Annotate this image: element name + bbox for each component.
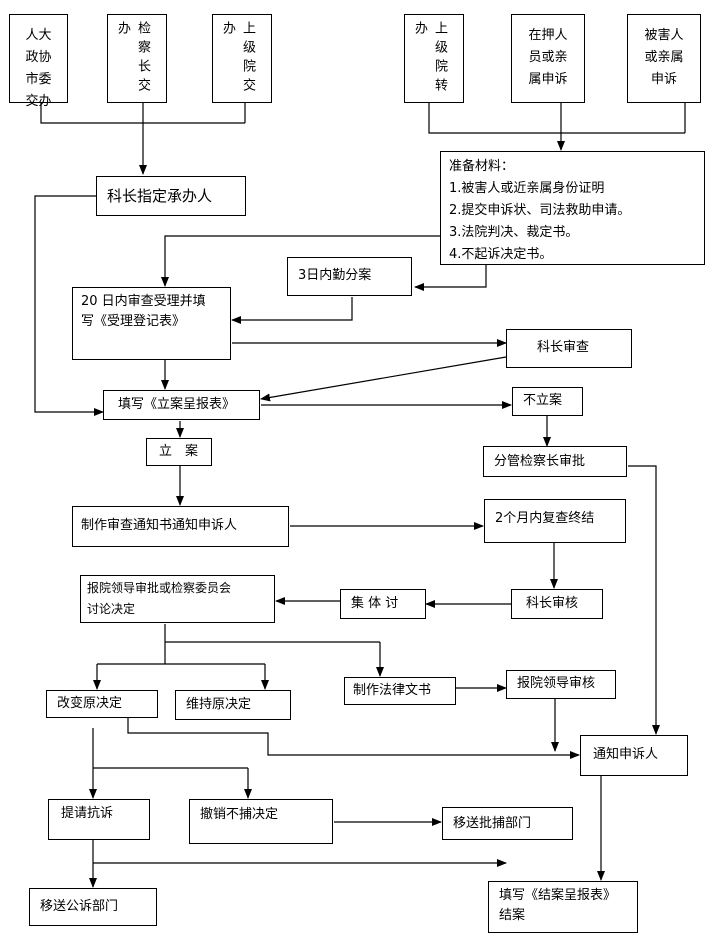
step-transfer-prosecution-label: 移送公诉部门 [40, 899, 119, 914]
step-fill-filing-label: 填写《立案呈报表》 [118, 397, 236, 412]
step-maintain-decision: 维持原决定 [175, 690, 291, 720]
materials-title: 准备材料： [449, 159, 515, 174]
step-transfer-arrest-label: 移送批捕部门 [453, 816, 532, 831]
source-npc-cppcc-committee: 人大 政协 市委 交办 [9, 14, 68, 109]
source-victim-line: 或亲属 [644, 50, 684, 65]
step-leadership-audit: 报院领导审核 [506, 670, 616, 699]
step-assign-handler: 科长指定承办人 [96, 176, 246, 216]
step-leadership-audit-label: 报院领导审核 [517, 676, 596, 691]
step-close-case-line: 填写《结案呈报表》 [499, 888, 617, 903]
step-leadership-line: 讨论决定 [87, 602, 136, 616]
step-filing: 立 案 [146, 438, 212, 466]
source-superior-assigned: 上级院交办 [212, 14, 272, 103]
materials-item: 3.法院判决、裁定书。 [449, 225, 579, 240]
step-section-chief-review: 科长审查 [506, 329, 632, 368]
step-close-case-line: 结案 [499, 908, 526, 923]
source-renda-line: 政协 [25, 50, 52, 65]
step-assign-handler-label: 科长指定承办人 [107, 187, 213, 205]
source-renda-line: 人大 [25, 28, 52, 43]
step-no-filing-label: 不立案 [523, 393, 563, 408]
materials-item: 2.提交申诉状、司法救助申请。 [449, 203, 631, 218]
step-legal-document: 制作法律文书 [344, 677, 456, 705]
step-protest-label: 提请抗诉 [61, 806, 114, 821]
step-fill-filing-report: 填写《立案呈报表》 [103, 390, 260, 420]
step-review-line: 写《受理登记表》 [81, 314, 186, 329]
step-notify-review-label: 制作审查通知书通知申诉人 [81, 518, 238, 533]
step-review-line: 20 日内审查受理并填 [81, 294, 206, 309]
step-leadership-decision: 报院领导审批或检察委员会 讨论决定 [80, 575, 275, 623]
step-close-case: 填写《结案呈报表》 结案 [488, 881, 638, 933]
step-collective-discussion: 集 体 讨 [340, 589, 426, 619]
step-notify-review: 制作审查通知书通知申诉人 [72, 506, 289, 547]
materials-item: 4.不起诉决定书。 [449, 247, 553, 262]
step-collective-label: 集 体 讨 [351, 596, 399, 611]
source-detainee-line: 在押人 [528, 28, 568, 43]
step-transfer-prosecution-dept: 移送公诉部门 [29, 888, 157, 926]
step-change-label: 改变原决定 [57, 696, 123, 711]
step-reexamine-label: 2个月内复查终结 [495, 511, 595, 526]
source-detainee-appeal: 在押人 员或亲 属申诉 [511, 14, 585, 103]
step-distribute-3days: 3日内勤分案 [287, 257, 412, 296]
step-revoke-label: 撤销不捕决定 [200, 807, 279, 822]
step-transfer-arrest-dept: 移送批捕部门 [442, 807, 573, 840]
step-maintain-label: 维持原决定 [186, 697, 252, 712]
source-victim-appeal: 被害人 或亲属 申诉 [627, 14, 701, 103]
step-notify-appellant-label: 通知申诉人 [593, 747, 659, 762]
step-chief-audit-label: 科长审核 [526, 596, 579, 611]
source-detainee-line: 属申诉 [528, 72, 568, 87]
source-renda-line: 市委 [25, 72, 52, 87]
step-reexamine-2months: 2个月内复查终结 [484, 499, 626, 543]
step-notify-appellant: 通知申诉人 [580, 735, 688, 776]
step-legal-document-label: 制作法律文书 [353, 683, 432, 698]
step-filing-label: 立 案 [159, 444, 199, 459]
step-deputy-approval: 分管检察长审批 [483, 446, 627, 477]
step-revoke-non-arrest: 撤销不捕决定 [189, 799, 333, 844]
step-leadership-line: 报院领导审批或检察委员会 [87, 581, 232, 595]
step-distribute-label: 3日内勤分案 [298, 268, 372, 283]
step-chief-audit: 科长审核 [511, 589, 603, 619]
step-deputy-approval-label: 分管检察长审批 [494, 454, 586, 469]
step-request-protest: 提请抗诉 [48, 799, 150, 840]
source-detainee-line: 员或亲 [528, 50, 568, 65]
step-change-decision: 改变原决定 [46, 690, 158, 718]
source-superior-transferred: 上级院转办 [404, 14, 464, 103]
step-section-chief-review-label: 科长审查 [537, 340, 590, 355]
step-no-filing: 不立案 [512, 387, 583, 416]
source-victim-line: 申诉 [650, 72, 677, 87]
source-procurator-general: 检察长交办 [107, 14, 167, 103]
source-victim-line: 被害人 [644, 28, 684, 43]
step-review-20days: 20 日内审查受理并填 写《受理登记表》 [72, 287, 231, 360]
materials-box: 准备材料： 1.被害人或近亲属身份证明 2.提交申诉状、司法救助申请。 3.法院… [440, 151, 705, 265]
materials-item: 1.被害人或近亲属身份证明 [449, 181, 605, 196]
source-renda-line: 交办 [25, 94, 52, 109]
